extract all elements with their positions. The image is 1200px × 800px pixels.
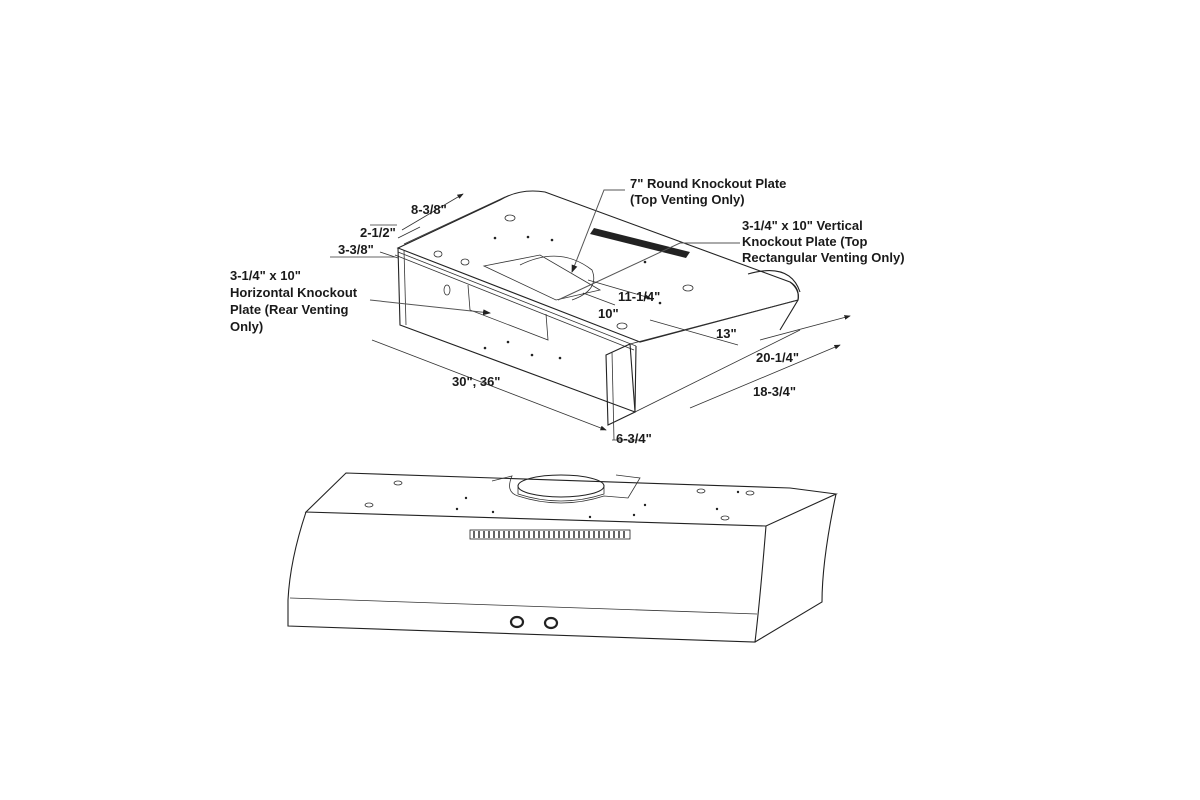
vertical-knockout-label-line2: Knockout Plate (Top: [742, 234, 867, 249]
dimension-20-1-4: 20-1/4": [756, 350, 799, 365]
dimension-18-3-4: 18-3/4": [753, 384, 796, 399]
dimension-3-3-8: 3-3/8": [338, 242, 374, 257]
front-hood-view: [287, 472, 838, 643]
horizontal-knockout-label-line1: 3-1/4" x 10": [230, 268, 301, 283]
control-knob-2: [543, 616, 559, 630]
dimension-width: 30", 36": [452, 374, 500, 389]
dimension-11-1-4: 11-1/4": [618, 289, 660, 304]
horizontal-knockout-label-line3: Plate (Rear Venting: [230, 302, 349, 317]
control-knob-1: [509, 615, 525, 629]
isometric-hood-view: [330, 189, 851, 441]
round-knockout-label-line2: (Top Venting Only): [630, 192, 745, 207]
vent-slots: [469, 529, 631, 540]
horizontal-knockout-label-line4: Only): [230, 319, 263, 334]
round-knockout-label-line1: 7" Round Knockout Plate: [630, 176, 786, 191]
dimension-6-3-4: 6-3/4": [616, 431, 652, 446]
horizontal-knockout-label-line2: Horizontal Knockout: [230, 285, 358, 300]
dimension-10: 10": [598, 306, 619, 321]
dimension-13: 13": [716, 326, 737, 341]
vertical-knockout-label-line1: 3-1/4" x 10" Vertical: [742, 218, 863, 233]
dimension-8-3-8: 8-3/8": [411, 202, 447, 217]
dimension-2-1-2: 2-1/2": [360, 225, 396, 240]
vertical-knockout-label-line3: Rectangular Venting Only): [742, 250, 905, 265]
